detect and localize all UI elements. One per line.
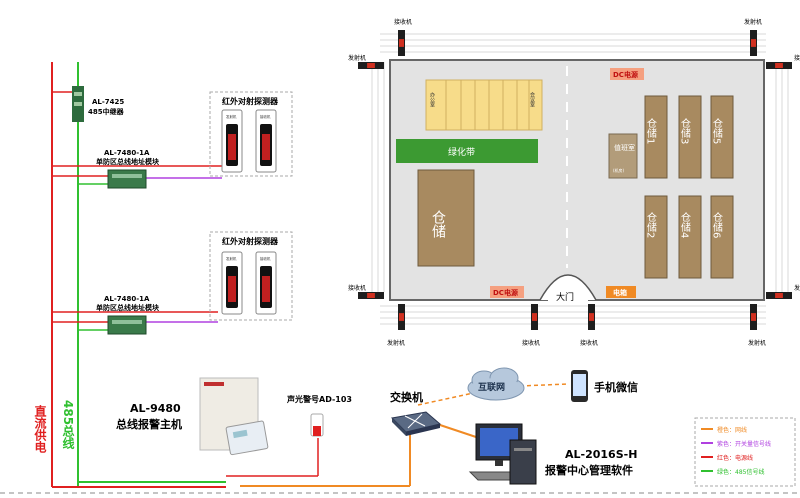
ir-detector-pair-1	[221, 109, 277, 173]
host-desc: 总线报警主机	[116, 417, 182, 431]
elec-box	[606, 286, 636, 298]
plan-tx-right-bottom: 发射机	[794, 284, 800, 292]
wh2-label: 仓储2	[645, 211, 657, 239]
software-model: AL-2016S-H	[565, 448, 637, 461]
ir-detector-lens	[775, 63, 783, 68]
ir-detector-lens	[775, 293, 783, 298]
warehouse-grid	[644, 95, 734, 279]
ir-detector-lens	[751, 39, 756, 47]
module2-model: AL-7480-1A	[104, 295, 150, 303]
bus-wiring	[51, 62, 569, 488]
module1-model: AL-7480-1A	[104, 149, 150, 157]
switch-label: 交换机	[390, 390, 423, 404]
plan-tx-bottom-left: 发射机	[387, 339, 405, 347]
gate-label: 大门	[556, 291, 574, 303]
module2-board	[107, 315, 147, 335]
ir-detector-lens	[367, 293, 375, 298]
module1-board	[107, 169, 147, 189]
ir-detector-lens	[532, 313, 537, 321]
switch-icon	[390, 411, 442, 436]
module2-chip	[112, 320, 142, 324]
ir-detector-lens	[367, 63, 375, 68]
module1-chip	[112, 174, 142, 178]
ir-title-1: 红外对射探测器	[222, 96, 279, 106]
internet-label: 互联网	[478, 381, 505, 393]
module1-desc: 单防区总线地址模块	[96, 157, 160, 166]
duty-room-sub: (机房)	[613, 167, 625, 173]
wh4-label: 仓储4	[679, 211, 691, 239]
repeater-desc: 485中继器	[88, 107, 125, 116]
office-dividers	[445, 80, 530, 130]
ir-detector-lens	[399, 313, 404, 321]
green-belt-label: 绿化带	[448, 146, 475, 158]
ir-detector-pair-2	[221, 251, 277, 315]
ir2-tx-label: 发射机	[226, 256, 237, 261]
gate-arch	[539, 274, 597, 301]
plan-rx-right-top: 接收机	[794, 54, 800, 62]
plan-tx-bottom-right: 发射机	[748, 339, 766, 347]
plan-rx-top-left: 接收机	[394, 18, 412, 26]
dc-power-bottom-label: DC电源	[493, 288, 518, 297]
cloud-icon	[467, 367, 525, 401]
ir2-rx-label: 接收机	[260, 256, 271, 261]
plan-rx-bottom-gate-right: 接收机	[580, 339, 598, 347]
meeting-label: 会议室	[529, 91, 535, 107]
plan-tx-top-right: 发射机	[744, 18, 762, 26]
ir-detector-lens	[399, 39, 404, 47]
repeater-model: AL-7425	[92, 98, 124, 106]
host-model: AL-9480	[130, 402, 181, 415]
dc-power-top	[610, 68, 644, 80]
computer-icon	[468, 423, 537, 485]
ir1-rx-label: 接收机	[260, 114, 271, 119]
siren-icon	[310, 413, 324, 437]
plan-rx-left-bottom: 接收机	[348, 284, 366, 292]
perimeter-detectors	[358, 30, 792, 330]
plan-rx-bottom-gate-left: 接收机	[522, 339, 540, 347]
ir-box-2	[209, 231, 293, 321]
elec-box-label: 电箱	[613, 288, 627, 297]
dc-power-top-label: DC电源	[613, 70, 638, 79]
ir-detector-lens	[751, 313, 756, 321]
ir-title-2: 红外对射探测器	[222, 236, 279, 246]
wh1-label: 仓储1	[645, 117, 657, 145]
plan-tx-left-top: 发射机	[348, 54, 366, 62]
dc-power-label: 直流供电	[33, 404, 47, 454]
ir1-tx-label: 发射机	[226, 114, 237, 119]
legend-item: 紫色：开关量信号线	[717, 440, 771, 448]
wh3-label: 仓储3	[679, 117, 691, 145]
module2-desc: 单防区总线地址模块	[96, 303, 160, 312]
alarm-host-device	[199, 377, 269, 456]
bus-485-label: 485总线	[61, 400, 75, 450]
software-desc: 报警中心管理软件	[545, 463, 633, 477]
office-block	[425, 79, 543, 131]
repeater-device	[72, 86, 84, 122]
warehouse-main	[417, 169, 475, 267]
legend-item: 绿色：485信号线	[717, 468, 764, 476]
office-label: 办公室	[429, 91, 435, 107]
duty-room	[608, 133, 638, 179]
green-belt	[396, 139, 538, 163]
ir-box-1	[209, 91, 293, 177]
wh6-label: 仓储6	[711, 211, 723, 239]
dc-power-bottom	[490, 286, 524, 298]
wh5-label: 仓储5	[711, 117, 723, 145]
legend-item: 橙色：网线	[717, 426, 747, 434]
legend-item: 红色：电源线	[717, 454, 753, 462]
ir-detector-lens	[589, 313, 594, 321]
phone-icon	[571, 370, 588, 402]
wechat-label: 手机微信	[594, 380, 638, 394]
warehouse-main-label: 仓储	[430, 210, 446, 238]
duty-room-label: 值班室	[614, 143, 635, 152]
siren-label: 声光警号AD-103	[286, 394, 352, 404]
